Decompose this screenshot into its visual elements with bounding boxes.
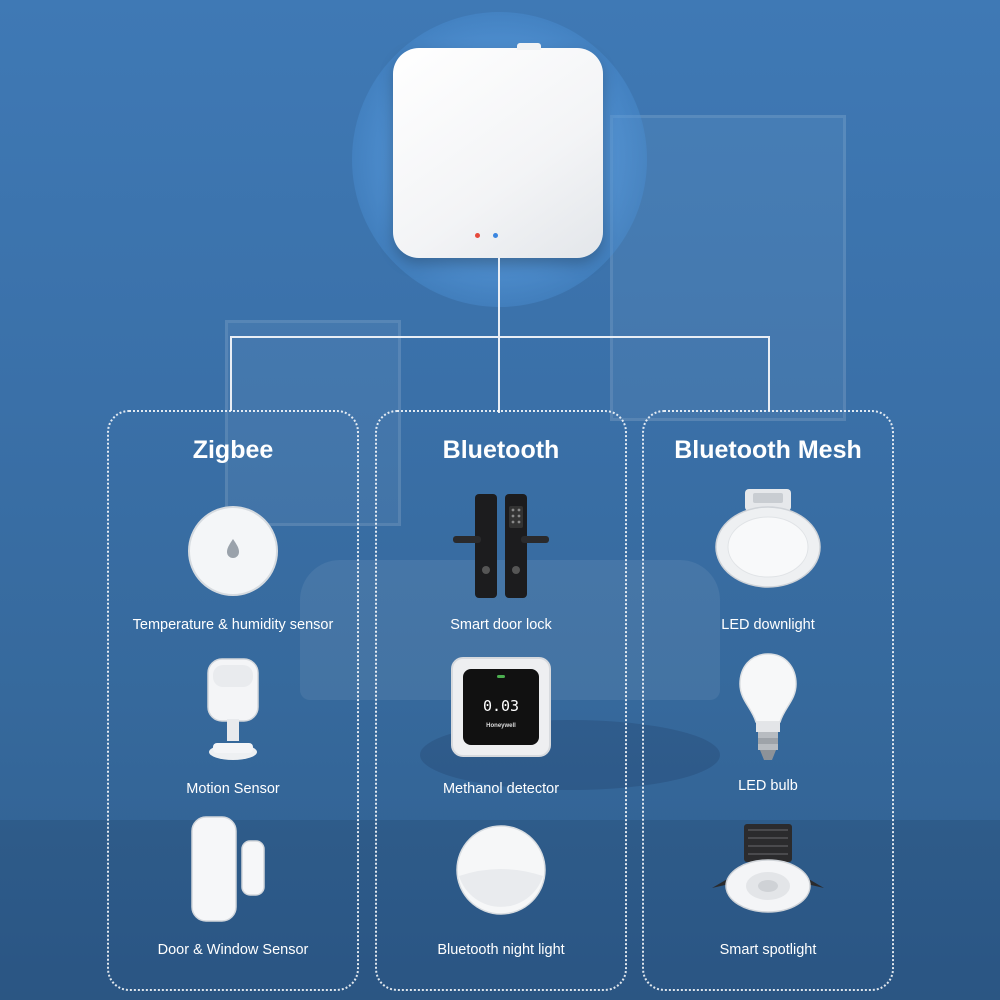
- device-label: Motion Sensor: [186, 781, 280, 797]
- panel-bluetooth: Bluetooth Smart door lock 0.03 Hon: [375, 410, 627, 991]
- connector-line-left: [230, 336, 232, 411]
- panel-zigbee: Zigbee Temperature & humidity sensor Mot…: [107, 410, 359, 991]
- device-label: Temperature & humidity sensor: [132, 617, 334, 633]
- device-label: Methanol detector: [442, 781, 560, 797]
- background-window: [610, 115, 846, 421]
- gateway-hub: [393, 43, 603, 258]
- smart-spotlight-icon: [708, 822, 828, 927]
- panel-title: Bluetooth: [442, 436, 560, 464]
- led-downlight-icon: [713, 487, 823, 596]
- detector-brand: Honeywell: [486, 723, 516, 729]
- hub-red-led: [475, 233, 480, 238]
- connector-line-right: [768, 336, 770, 411]
- device-label: LED bulb: [738, 778, 798, 794]
- panel-title: Bluetooth Mesh: [674, 436, 862, 464]
- night-light-icon: [453, 822, 549, 923]
- device-label: Bluetooth night light: [437, 942, 565, 958]
- hub-blue-led: [493, 233, 498, 238]
- device-label: LED downlight: [721, 617, 815, 633]
- panel-bluetooth-mesh: Bluetooth Mesh LED downlight LED bulb: [642, 410, 894, 991]
- door-window-sensor-icon: [188, 815, 278, 930]
- detector-display: 0.03: [482, 697, 520, 715]
- panel-title: Zigbee: [192, 436, 274, 464]
- motion-sensor-icon: [203, 657, 263, 772]
- device-label: Door & Window Sensor: [157, 942, 309, 958]
- smart-door-lock-icon: [451, 492, 551, 607]
- connector-line-center: [498, 258, 500, 413]
- hub-port: [517, 43, 541, 50]
- background-window: [225, 320, 401, 526]
- connector-line-horizontal: [230, 336, 770, 338]
- detector-status-indicator: [497, 675, 505, 678]
- temperature-humidity-sensor-icon: [185, 503, 281, 604]
- device-label: Smart spotlight: [719, 942, 817, 958]
- device-label: Smart door lock: [450, 617, 552, 633]
- methanol-detector-icon: 0.03 Honeywell: [451, 657, 551, 757]
- led-bulb-icon: [736, 652, 800, 769]
